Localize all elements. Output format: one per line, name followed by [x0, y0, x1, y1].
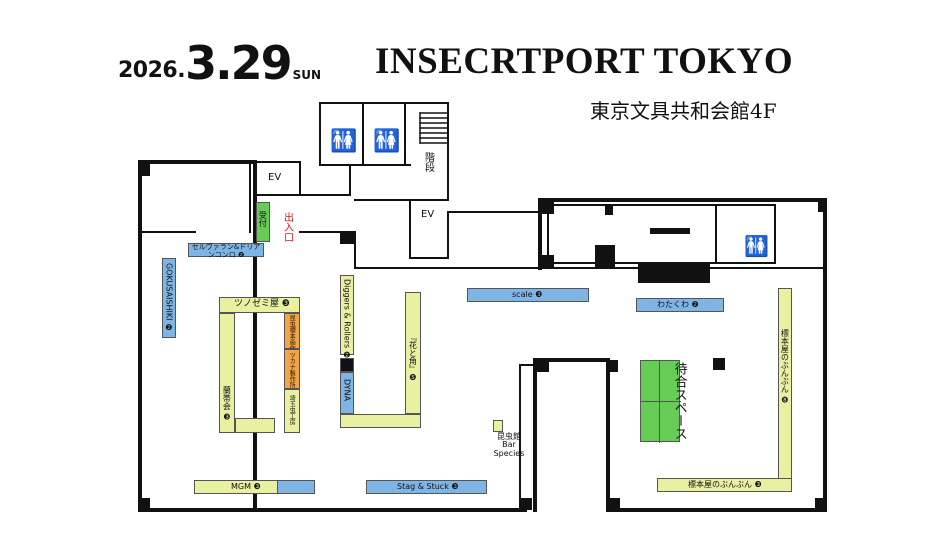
pillar [713, 358, 725, 370]
ev-right-label: EV [421, 209, 435, 220]
booth-konchubar-counter [493, 420, 503, 432]
pillar [815, 498, 825, 510]
reception-label: 受付 [258, 211, 268, 227]
booth-konchu-sakuhin: 昆虫標本画作家 [284, 313, 300, 357]
waiting-area [640, 360, 681, 443]
booth-stag: Stag & Stuck ❸ [366, 480, 487, 494]
pillar [140, 162, 150, 176]
booth-dyna: DYNA [340, 372, 354, 414]
booth-gokusai: GOKUSAISHIKI ❷ [162, 258, 176, 338]
booth-dyna-divider [340, 358, 354, 372]
pillar [818, 200, 826, 212]
entrance-label: 出入口 [281, 212, 293, 242]
pillar [535, 360, 549, 372]
booth-mgm-blue [277, 480, 315, 494]
pillar [340, 232, 354, 244]
booth-tsunozemi: ツノゼミ屋 ❸ [219, 297, 300, 313]
reception-desk: 受付 [256, 202, 270, 242]
pillar [520, 498, 532, 510]
booth-kaigara: 蘭帯会 ❸ [219, 313, 235, 433]
restroom-icon: 🚻 [373, 129, 401, 154]
event-title: INSECRTPORT TOKYO [375, 41, 794, 82]
booth-hanatotsuno: 『花と角』❺ [405, 292, 421, 414]
booth-bottom-dyna [340, 414, 421, 428]
restroom-icon: 🚻 [744, 234, 769, 258]
waiting-area-label: 待合スペース [671, 362, 687, 440]
booth-konchubar: 昆虫館Bar Species [493, 432, 525, 458]
booth-watakuwa: わたくわ ❷ [636, 298, 724, 312]
booth-saitama: 埼玉虫工房 [284, 389, 300, 433]
pillar [540, 255, 554, 268]
booth-serva: セルヴァラン&ドリアンコンロ ❷ [188, 243, 264, 259]
restroom-icon: 🚻 [330, 129, 358, 154]
pillar [140, 498, 150, 510]
stairs-label: 階段 [422, 152, 434, 172]
pillar [540, 200, 554, 214]
date-weekday: SUN [292, 68, 322, 82]
booth-hyohonya-right: 標本屋のぶんぶん ❽ [778, 288, 792, 492]
pillar [608, 360, 618, 372]
pillar [608, 498, 620, 510]
wall-restroom-block [319, 102, 449, 201]
date-month-day: 3.29 [185, 36, 292, 90]
ev-left-label: EV [268, 172, 282, 183]
stairs-steps [419, 112, 449, 144]
date-year: 2026. [118, 58, 186, 83]
wall-center [299, 231, 826, 269]
booth-mgm: MGM ❸ [194, 480, 278, 494]
booth-bottom-u [235, 418, 275, 433]
pillar [605, 205, 613, 215]
booth-hyohonya-bottom: 標本屋のぶんぶん ❸ [657, 478, 792, 492]
pillar [650, 228, 690, 234]
wall-outer-left [138, 160, 257, 512]
pillar [638, 263, 710, 283]
booth-diggers: Diggers & Rollers ❷ [340, 275, 354, 360]
pillar [595, 245, 615, 268]
booth-scale: scale ❸ [467, 288, 589, 302]
booth-tsukana: ツカナ製作所 [284, 349, 300, 389]
venue-name: 東京文具共和会館4F [590, 99, 777, 123]
